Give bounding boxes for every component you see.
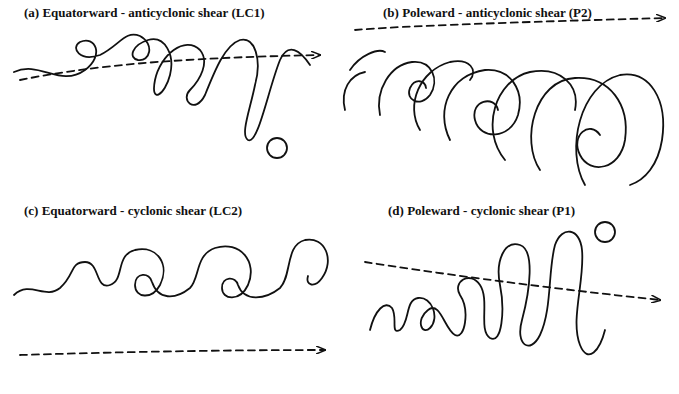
panel-caption: (b) Poleward - anticyclonic shear (P2) (383, 5, 592, 21)
panel-caption: (c) Equatorward - cyclonic shear (LC2) (24, 203, 242, 219)
panel-caption: (d) Poleward - cyclonic shear (P1) (388, 203, 575, 219)
panel-caption: (a) Equatorward - anticyclonic shear (LC… (24, 5, 265, 21)
